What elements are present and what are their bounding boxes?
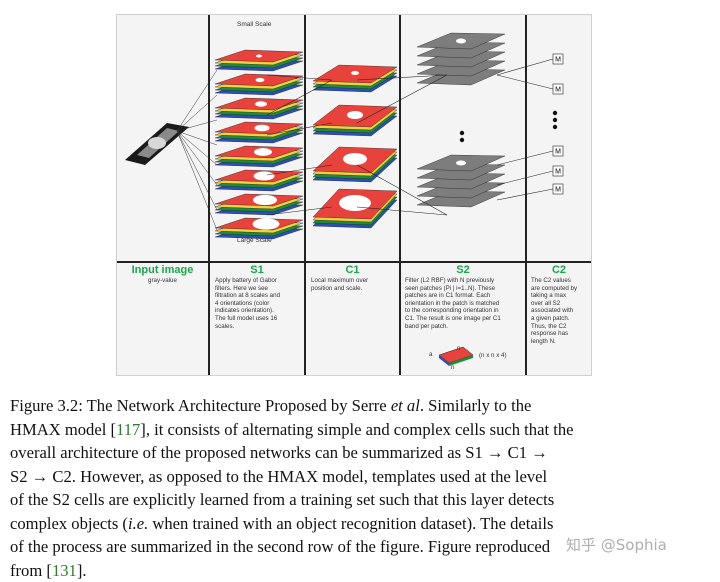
c2-title: C2 xyxy=(527,264,591,276)
caption-text: complex objects ( xyxy=(10,514,128,533)
column-divider xyxy=(525,15,527,375)
caption-text: ]. xyxy=(77,561,87,580)
max-box-label: M xyxy=(555,149,561,156)
c1-desc: Local maximum over position and scale. xyxy=(311,277,397,292)
caption-line: HMAX model [117], it consists of alterna… xyxy=(10,418,700,442)
s2-layer-stacks xyxy=(417,33,505,207)
c1-layer-stacks xyxy=(313,65,397,228)
s2-desc: Filter (L2 RBF) with N previously seen p… xyxy=(405,277,525,330)
patch-n-label: n xyxy=(457,345,460,353)
ellipsis-dots xyxy=(460,111,557,142)
caption-text: from [ xyxy=(10,561,52,580)
s1-blob xyxy=(254,172,275,181)
max-box-label: M xyxy=(555,57,561,64)
watermark: 知乎 @Sophia xyxy=(566,534,667,555)
caption-text: Figure 3.2: The Network Architecture Pro… xyxy=(10,396,391,415)
caption-text: when trained with an object recognition … xyxy=(148,514,553,533)
input-face-image xyxy=(125,123,189,165)
caption-line: from [131]. xyxy=(10,559,700,582)
caption-line: of the S2 cells are explicitly learned f… xyxy=(10,488,700,512)
caption-line: Figure 3.2: The Network Architecture Pro… xyxy=(10,394,700,418)
s1-blob xyxy=(253,218,280,229)
c2-max-boxes: M M M M M xyxy=(553,54,563,194)
max-box-label: M xyxy=(555,169,561,176)
caption-text: HMAX model [ xyxy=(10,420,116,439)
c2-desc: The C2 values are computed by taking a m… xyxy=(531,277,591,345)
caption-italic: et al xyxy=(391,396,420,415)
s1-blob xyxy=(256,55,262,58)
column-divider xyxy=(304,15,306,375)
patch-a-label: a xyxy=(429,351,432,359)
caption-text: ], it consists of alternating simple and… xyxy=(140,420,573,439)
caption-text: . Similarly to the xyxy=(420,396,532,415)
column-divider xyxy=(208,15,210,375)
c1-blob xyxy=(347,111,363,119)
column-divider xyxy=(399,15,401,375)
s1-blob xyxy=(255,101,267,106)
layer-connection-lines xyxy=(267,59,553,215)
s1-desc: Apply battery of Gabor filters. Here we … xyxy=(215,277,303,330)
citation-link[interactable]: 117 xyxy=(116,420,140,439)
caption-line: S2 → C2. However, as opposed to the HMAX… xyxy=(10,465,700,489)
s1-blob xyxy=(255,125,270,132)
s1-blob xyxy=(254,148,272,156)
s1-blob xyxy=(253,195,277,205)
patch-n-label-bottom: n xyxy=(451,364,454,372)
small-scale-label: Small Scale xyxy=(237,21,271,28)
input-image-title: Input image xyxy=(117,264,208,276)
caption-line: overall architecture of the proposed net… xyxy=(10,441,700,465)
max-box-label: M xyxy=(555,87,561,94)
c1-title: C1 xyxy=(306,264,399,276)
large-scale-label: Large Scale xyxy=(237,237,272,244)
s2-title: S2 xyxy=(401,264,525,276)
s1-blob xyxy=(256,78,265,82)
c1-blob xyxy=(343,153,367,165)
citation-link[interactable]: 131 xyxy=(52,561,77,580)
row-divider xyxy=(117,261,591,263)
c1-blob xyxy=(351,71,359,75)
c1-blob xyxy=(339,195,371,211)
input-image-desc: gray-value xyxy=(117,277,208,285)
caption-italic: i.e. xyxy=(128,514,148,533)
caption-line: complex objects (i.e. when trained with … xyxy=(10,512,700,536)
s2-blob xyxy=(456,39,466,44)
architecture-figure: M M M M M Small Scale Large Scale Input imag… xyxy=(116,14,592,376)
s1-title: S1 xyxy=(210,264,304,276)
patch-size-label: (n x n x 4) xyxy=(479,352,507,360)
input-connection-lines xyxy=(177,70,217,230)
s1-layer-stacks xyxy=(215,50,303,239)
s2-patch-icon xyxy=(439,347,473,366)
max-box-label: M xyxy=(555,187,561,194)
s2-blob xyxy=(456,161,466,166)
